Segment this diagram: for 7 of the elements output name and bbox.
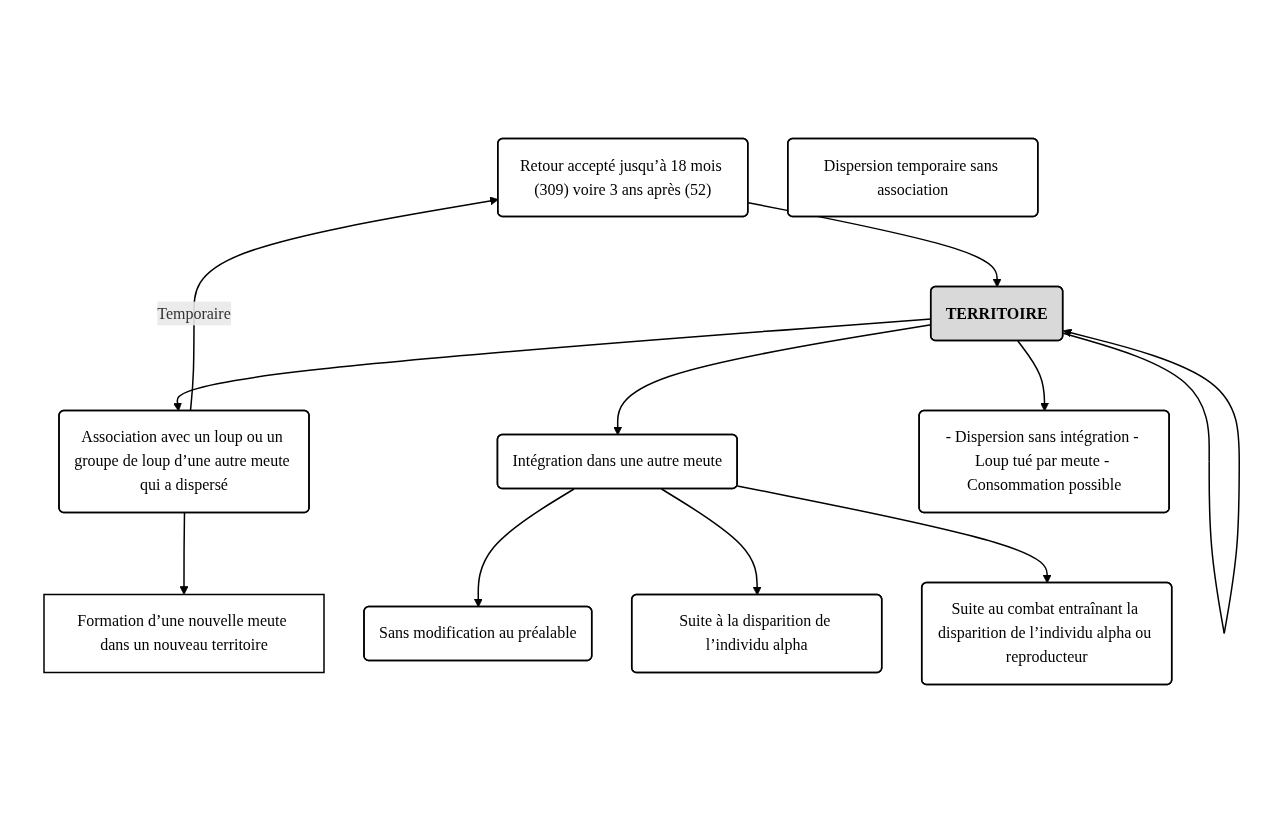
arrow [474,488,576,608]
node-box: Formation d’une nouvelle meute dans un nouveau territoire [43,593,326,674]
arrow [179,512,189,595]
arrow [736,485,1052,584]
arrow [661,488,762,596]
arrow [1017,340,1050,412]
edge-label: Temporaire [157,304,232,322]
